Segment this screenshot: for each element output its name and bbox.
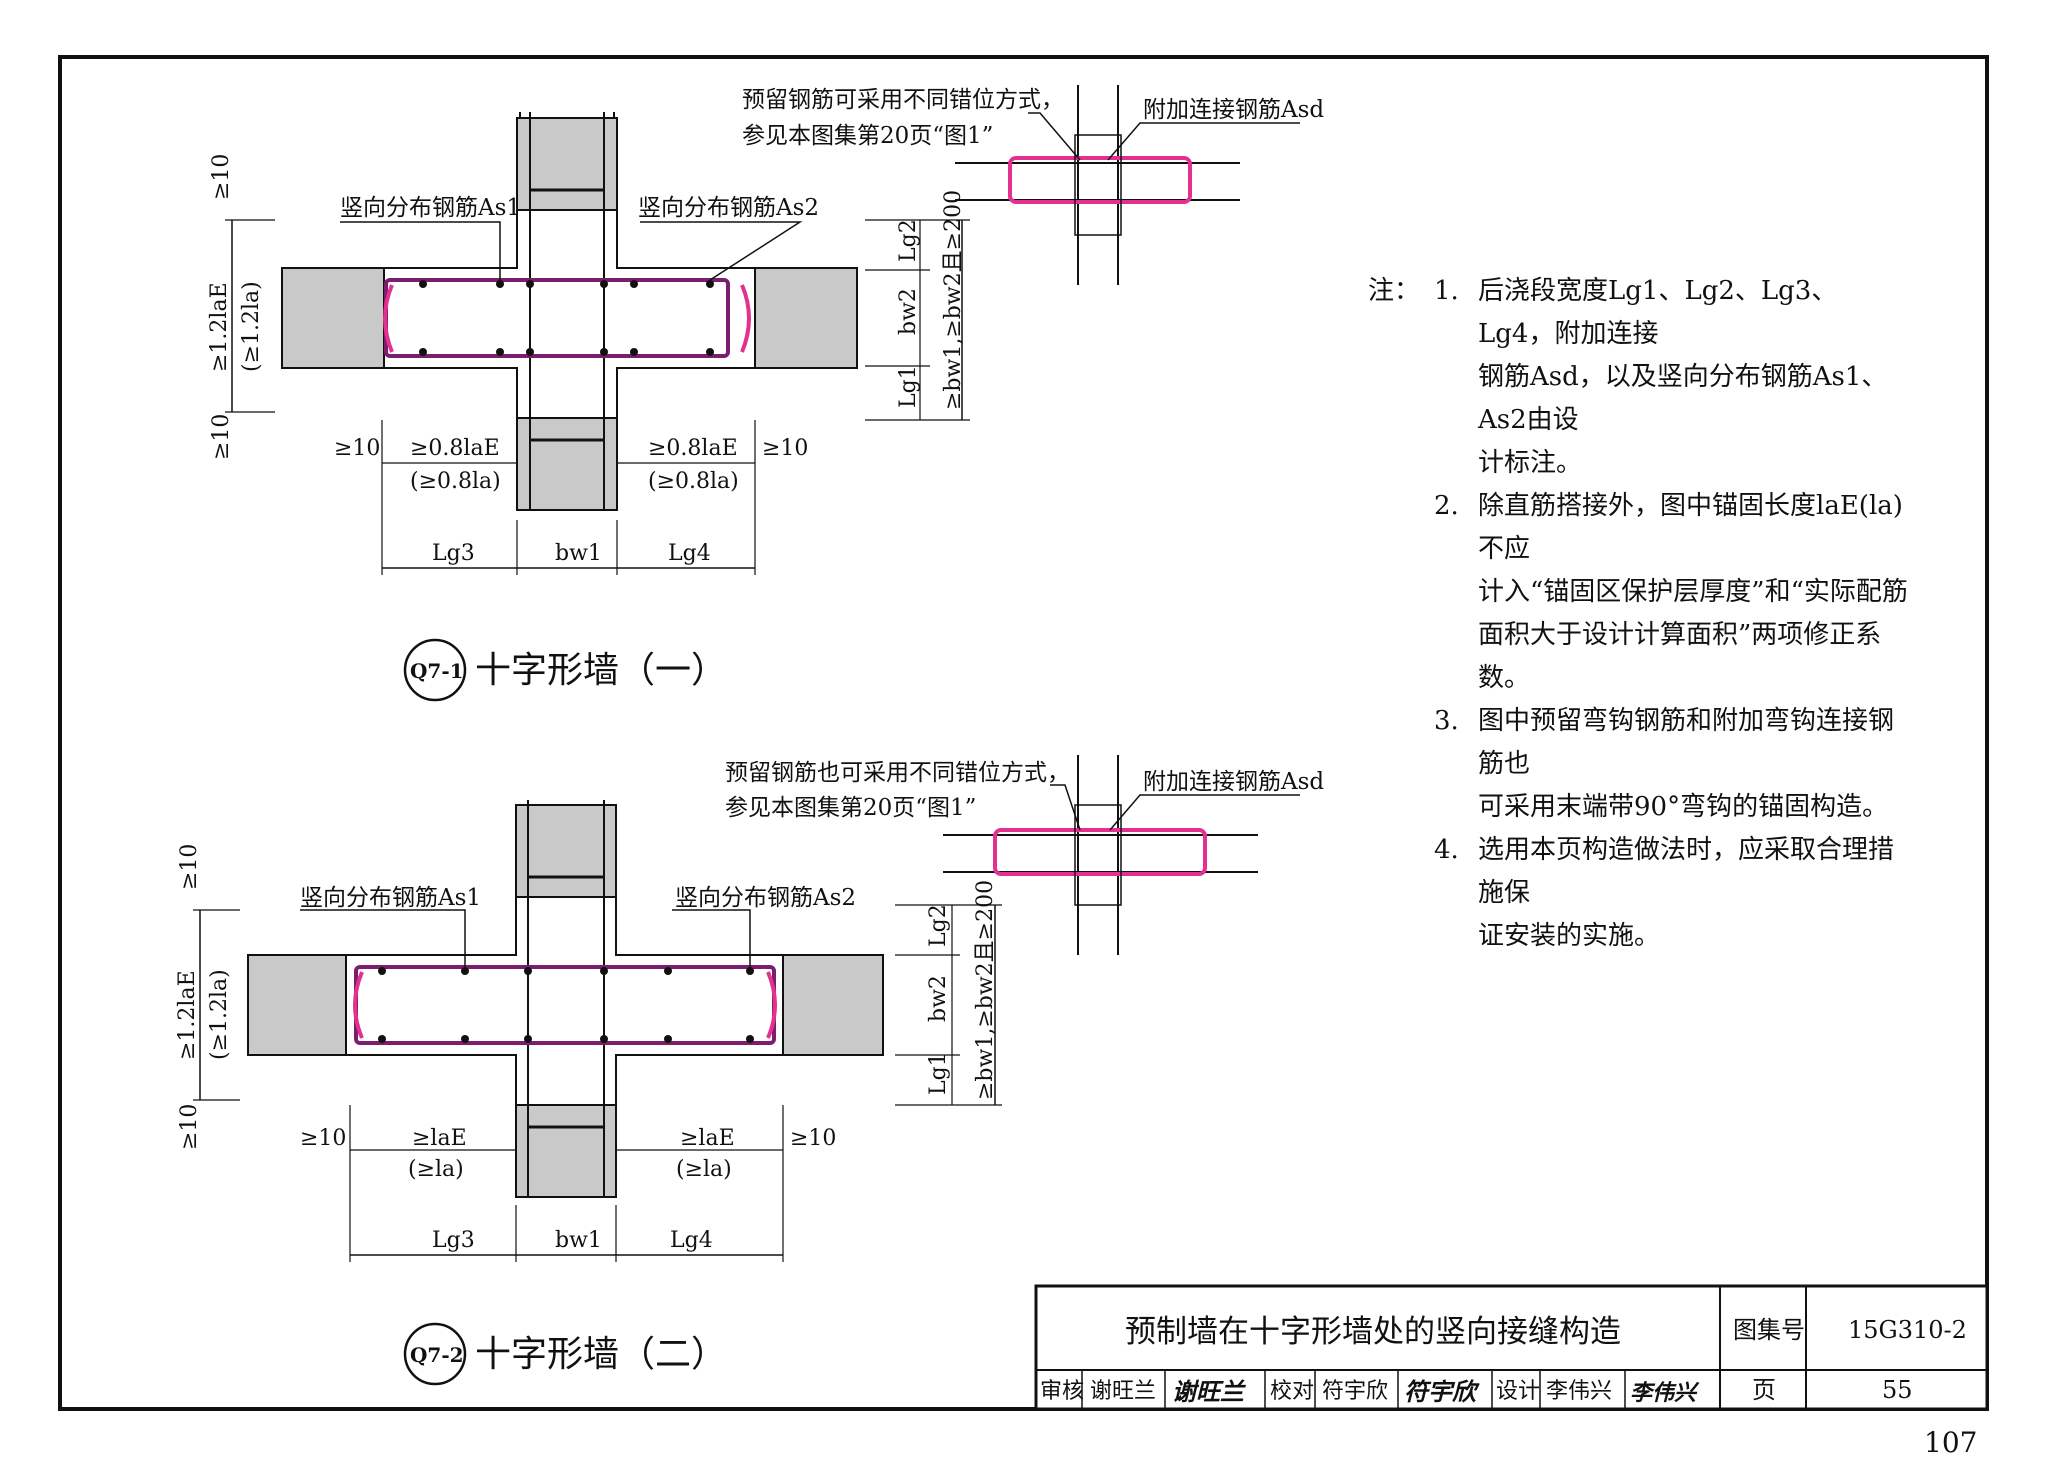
dim-ge10-right-2: ≥10 xyxy=(790,1126,836,1151)
precast-wall-bottom xyxy=(516,417,618,511)
dim-bw2-2: bw2 xyxy=(926,975,951,1022)
label-as1-2: 竖向分布钢筋As1 xyxy=(300,885,481,911)
dim-right-total-2: ≥bw1,≥bw2且≥200 xyxy=(973,880,998,1100)
dim-anchor-right-2: ≥laE xyxy=(680,1126,735,1151)
design-name: 李伟兴 xyxy=(1546,1379,1612,1404)
check-signature: 符宇欣 xyxy=(1404,1377,1480,1406)
callout-reserve-2a: 预留钢筋也可采用不同错位方式， xyxy=(725,760,1070,786)
dim-bw1-1: bw1 xyxy=(555,541,602,566)
title-2: 十字形墙（二） xyxy=(475,1334,727,1375)
dim-right-total-1: ≥bw1,≥bw2且≥200 xyxy=(941,190,966,410)
drawing-title: 预制墙在十字形墙处的竖向接缝构造 xyxy=(1125,1314,1621,1350)
callout-sd-2: 附加连接钢筋Asd xyxy=(1143,769,1324,795)
dim-anchor-left-2: ≥laE xyxy=(412,1126,467,1151)
precast-wall-bottom-2 xyxy=(515,1104,617,1198)
atlas-label: 图集号 xyxy=(1733,1316,1805,1344)
dim-left-bottom-1: ≥10 xyxy=(209,414,234,460)
note-item-3: 3. 图中预留弯钩钢筋和附加弯钩连接钢筋也 可采用末端带90°弯钩的锚固构造。 xyxy=(1434,706,1895,822)
label-as2-2: 竖向分布钢筋As2 xyxy=(675,885,856,911)
dim-left-bottom-2: ≥10 xyxy=(177,1104,202,1150)
label-as1-1: 竖向分布钢筋As1 xyxy=(340,195,521,221)
diagram-1 xyxy=(225,85,1300,575)
precast-wall-right-2 xyxy=(782,954,884,1056)
dim-lg1-2: Lg1 xyxy=(926,1052,951,1095)
dim-ge10-left-2: ≥10 xyxy=(300,1126,346,1151)
dim-anchor-left2-1: (≥0.8la) xyxy=(410,469,501,494)
sheet-border xyxy=(58,55,1989,1411)
notes-block: 注： 1. 后浇段宽度Lg1、Lg2、Lg3、Lg4，附加连接 钢筋Asd，以及… xyxy=(1368,270,1908,958)
dim-left-mid2-1: (≥1.2la) xyxy=(239,281,264,372)
dim-left-top-2: ≥10 xyxy=(177,844,202,890)
tag-1: Q7-1 xyxy=(403,638,467,702)
notes-heading: 注： xyxy=(1368,276,1421,306)
review-label: 审核 xyxy=(1040,1379,1084,1404)
check-label: 校对 xyxy=(1270,1379,1314,1404)
atlas-number: 15G310-2 xyxy=(1848,1316,1967,1344)
tie-horizontal xyxy=(384,278,730,358)
dim-lg4-2: Lg4 xyxy=(670,1228,713,1253)
precast-wall-left xyxy=(281,267,385,369)
dim-anchor-right2-1: (≥0.8la) xyxy=(648,469,739,494)
dim-left-mid-1: ≥1.2laE xyxy=(207,282,232,372)
cast-joint-outline xyxy=(384,209,755,419)
title-1: 十字形墙（一） xyxy=(475,650,727,691)
dim-anchor-right-1: ≥0.8laE xyxy=(648,436,738,461)
dim-ge10-left-1: ≥10 xyxy=(334,436,380,461)
dim-left-top-1: ≥10 xyxy=(209,154,234,200)
precast-wall-left-2 xyxy=(247,954,347,1056)
precast-wall-right xyxy=(754,267,858,369)
dim-anchor-left2-2: (≥la) xyxy=(408,1157,464,1182)
note-item-2: 2. 除直筋搭接外，图中锚固长度laE(la)不应 计入“锚固区保护层厚度”和“… xyxy=(1434,491,1908,693)
dim-anchor-right2-2: (≥la) xyxy=(676,1157,732,1182)
page-number-in-atlas: 55 xyxy=(1882,1376,1913,1404)
dim-lg2-1: Lg2 xyxy=(896,219,921,262)
callout-sd-1: 附加连接钢筋Asd xyxy=(1143,97,1324,123)
design-signature: 李伟兴 xyxy=(1630,1380,1700,1406)
page-label: 页 xyxy=(1752,1376,1776,1404)
diagram-2 xyxy=(193,755,1300,1262)
title-block xyxy=(1034,1284,1989,1411)
dim-anchor-left-1: ≥0.8laE xyxy=(410,436,500,461)
label-as2-1: 竖向分布钢筋As2 xyxy=(638,195,819,221)
review-signature: 谢旺兰 xyxy=(1172,1377,1246,1406)
callout-reserve-1b: 参见本图集第20页“图1” xyxy=(742,123,993,149)
dim-lg3-2: Lg3 xyxy=(432,1228,475,1253)
note-item-1: 1. 后浇段宽度Lg1、Lg2、Lg3、Lg4，附加连接 钢筋Asd，以及竖向分… xyxy=(1434,276,1888,478)
precast-wall-top-2 xyxy=(515,804,617,898)
diagram-1-labels: 预留钢筋可采用不同错位方式， 参见本图集第20页“图1” 附加连接钢筋Asd 竖… xyxy=(207,87,1324,691)
note-item-4: 4. 选用本页构造做法时，应采取合理措施保 证安装的实施。 xyxy=(1434,835,1895,951)
dim-left-mid-2: ≥1.2laE xyxy=(175,970,200,1060)
check-name: 符宇欣 xyxy=(1322,1379,1388,1404)
svg-text:Q7-2: Q7-2 xyxy=(410,1343,464,1367)
dim-lg3-1: Lg3 xyxy=(432,541,475,566)
callout-reserve-2b: 参见本图集第20页“图1” xyxy=(725,795,976,821)
precast-wall-top xyxy=(516,117,618,211)
tag-2: Q7-2 xyxy=(403,1322,467,1386)
design-label: 设计 xyxy=(1496,1379,1540,1404)
dim-lg1-1: Lg1 xyxy=(896,365,921,408)
dim-bw1-2: bw1 xyxy=(555,1228,602,1253)
dim-left-mid2-2: (≥1.2la) xyxy=(207,969,232,1060)
callout-reserve-1a: 预留钢筋可采用不同错位方式， xyxy=(742,87,1064,113)
page-number: 107 xyxy=(1924,1426,1978,1459)
dim-lg2-2: Lg2 xyxy=(926,904,951,947)
diagram-2-labels: 预留钢筋也可采用不同错位方式， 参见本图集第20页“图1” 附加连接钢筋Asd … xyxy=(175,760,1324,1375)
review-name: 谢旺兰 xyxy=(1090,1379,1156,1404)
title-block-text: 预制墙在十字形墙处的竖向接缝构造 图集号 15G310-2 审核 谢旺兰 谢旺兰… xyxy=(1040,1314,1967,1406)
dim-lg4-1: Lg4 xyxy=(668,541,711,566)
dim-ge10-right-1: ≥10 xyxy=(762,436,808,461)
dim-bw2-1: bw2 xyxy=(896,288,921,335)
svg-text:Q7-1: Q7-1 xyxy=(410,659,464,683)
